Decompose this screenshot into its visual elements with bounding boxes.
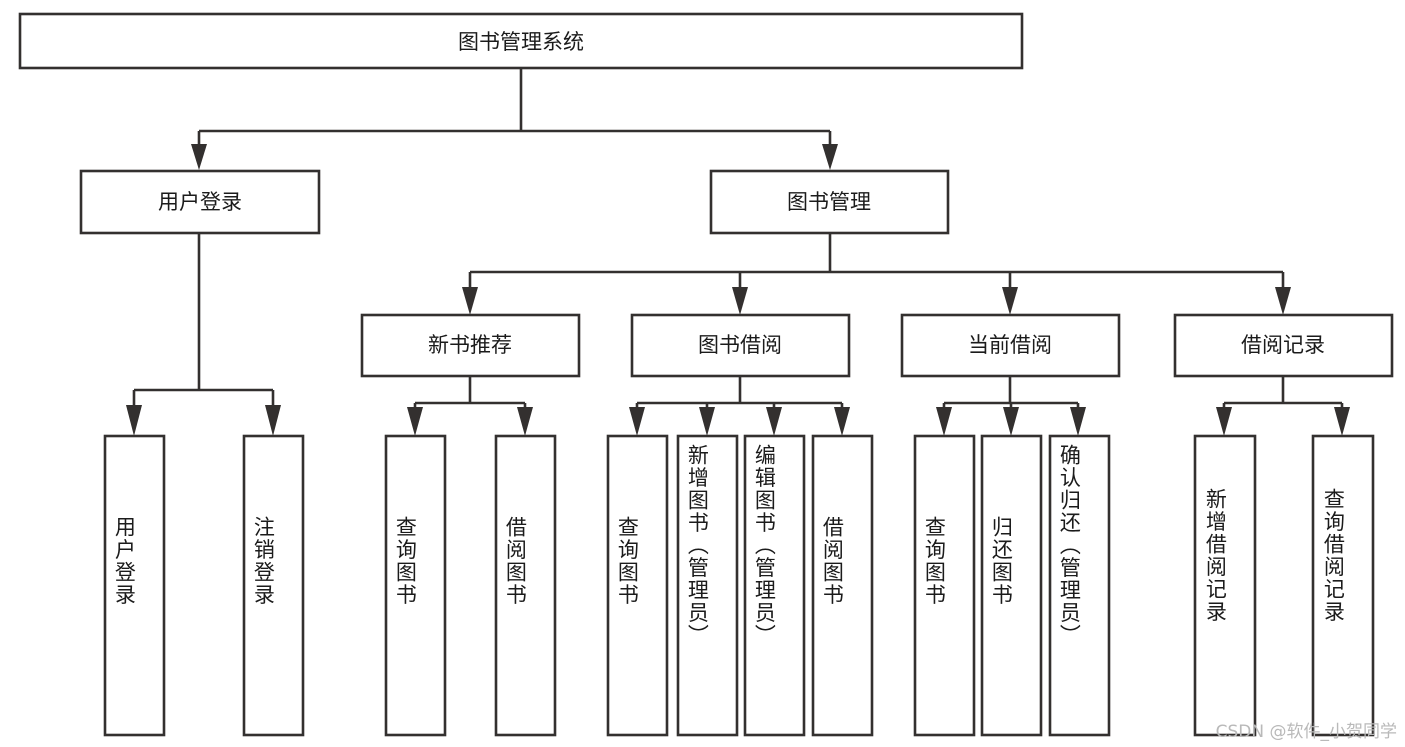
arrow-head-leaf-confirm-return [1070,407,1086,436]
node-leaf-query-borrow-record-label: 查询借阅记录 [1321,488,1346,623]
node-leaf-add-book-admin[interactable] [676,434,739,737]
arrow-head-current-borrow [1002,287,1018,315]
node-new-book-recommend[interactable] [360,313,581,378]
arrow-head-leaf-borrow-book-2 [834,407,850,436]
node-leaf-edit-book-admin[interactable] [743,434,806,737]
node-current-borrow-label: 当前借阅 [968,333,1052,357]
node-leaf-add-book-admin-label: 新增图书（管理员） [685,444,710,647]
node-leaf-query-book-3[interactable] [913,434,976,737]
edge-group-borrow-record-to-leaves [1216,376,1350,436]
edge-group-new-book-recommend-to-leaves [407,376,533,436]
edge-group-current-borrow-to-leaves [936,376,1086,436]
node-book-manage[interactable] [709,169,950,235]
node-leaf-confirm-return-admin[interactable] [1048,434,1111,737]
node-leaf-query-book-1-label: 查询图书 [393,516,418,606]
node-leaf-return-book-label: 归还图书 [989,516,1014,606]
node-user-login[interactable] [79,169,321,235]
arrow-head-leaf-return-book [1003,407,1019,436]
node-leaf-borrow-book-2[interactable] [811,434,874,737]
node-book-borrow[interactable] [630,313,851,378]
arrow-head-leaf-add-borrow-record [1216,407,1232,436]
arrow-head-book-borrow [732,287,748,315]
node-leaf-edit-book-admin-label: 编辑图书（管理员） [752,444,777,647]
node-leaf-query-book-2-label: 查询图书 [615,516,640,606]
node-leaf-query-book-3-label: 查询图书 [922,516,947,606]
node-root[interactable] [18,12,1024,70]
node-leaf-borrow-book-1-label: 借阅图书 [503,516,528,606]
node-leaf-add-borrow-record-label: 新增借阅记录 [1203,488,1228,623]
arrow-head-new-book-recommend [462,287,478,315]
node-book-borrow-label: 图书借阅 [698,333,782,357]
node-leaf-confirm-return-admin-label: 确认归还（管理员） [1057,444,1082,647]
node-leaf-query-book-2[interactable] [606,434,669,737]
edge-group-user-login-to-leaves [126,233,281,436]
arrow-head-leaf-query-book-3 [936,407,952,436]
node-leaf-logout[interactable] [242,434,305,737]
node-leaf-query-book-1[interactable] [384,434,447,737]
csdn-watermark: CSDN @软件_小贺同学 [1215,722,1397,742]
arrow-head-leaf-edit-book [766,407,782,436]
arrow-head-leaf-logout [265,405,281,436]
arrow-head-leaf-add-book [699,407,715,436]
node-leaf-return-book[interactable] [980,434,1043,737]
arrow-head-leaf-query-book-2 [629,407,645,436]
node-new-book-recommend-label: 新书推荐 [428,333,512,357]
arrow-head-user-login [191,144,207,170]
node-current-borrow[interactable] [900,313,1121,378]
node-leaf-user-login-label: 用户登录 [112,516,137,606]
edge-group-book-manage-to-level3 [462,233,1291,315]
node-borrow-record[interactable] [1173,313,1394,378]
arrow-head-leaf-query-book-1 [407,407,423,436]
node-leaf-borrow-book-2-label: 借阅图书 [820,516,845,606]
node-leaf-user-login[interactable] [103,434,166,737]
node-leaf-borrow-book-1[interactable] [494,434,557,737]
node-user-login-label: 用户登录 [158,190,242,214]
edge-group-root-to-level2 [191,68,838,170]
node-leaf-add-borrow-record[interactable] [1193,434,1257,737]
node-root-label: 图书管理系统 [458,30,584,54]
node-borrow-record-label: 借阅记录 [1241,333,1325,357]
arrow-head-borrow-record [1275,287,1291,315]
arrow-head-leaf-borrow-book-1 [517,407,533,436]
node-leaf-query-borrow-record[interactable] [1311,434,1375,737]
edge-group-book-borrow-to-leaves [629,376,850,436]
node-leaf-logout-label: 注销登录 [251,516,276,606]
node-book-manage-label: 图书管理 [787,190,871,214]
arrow-head-book-manage [822,144,838,170]
arrow-head-leaf-user-login [126,405,142,436]
arrow-head-leaf-query-borrow-record [1334,407,1350,436]
